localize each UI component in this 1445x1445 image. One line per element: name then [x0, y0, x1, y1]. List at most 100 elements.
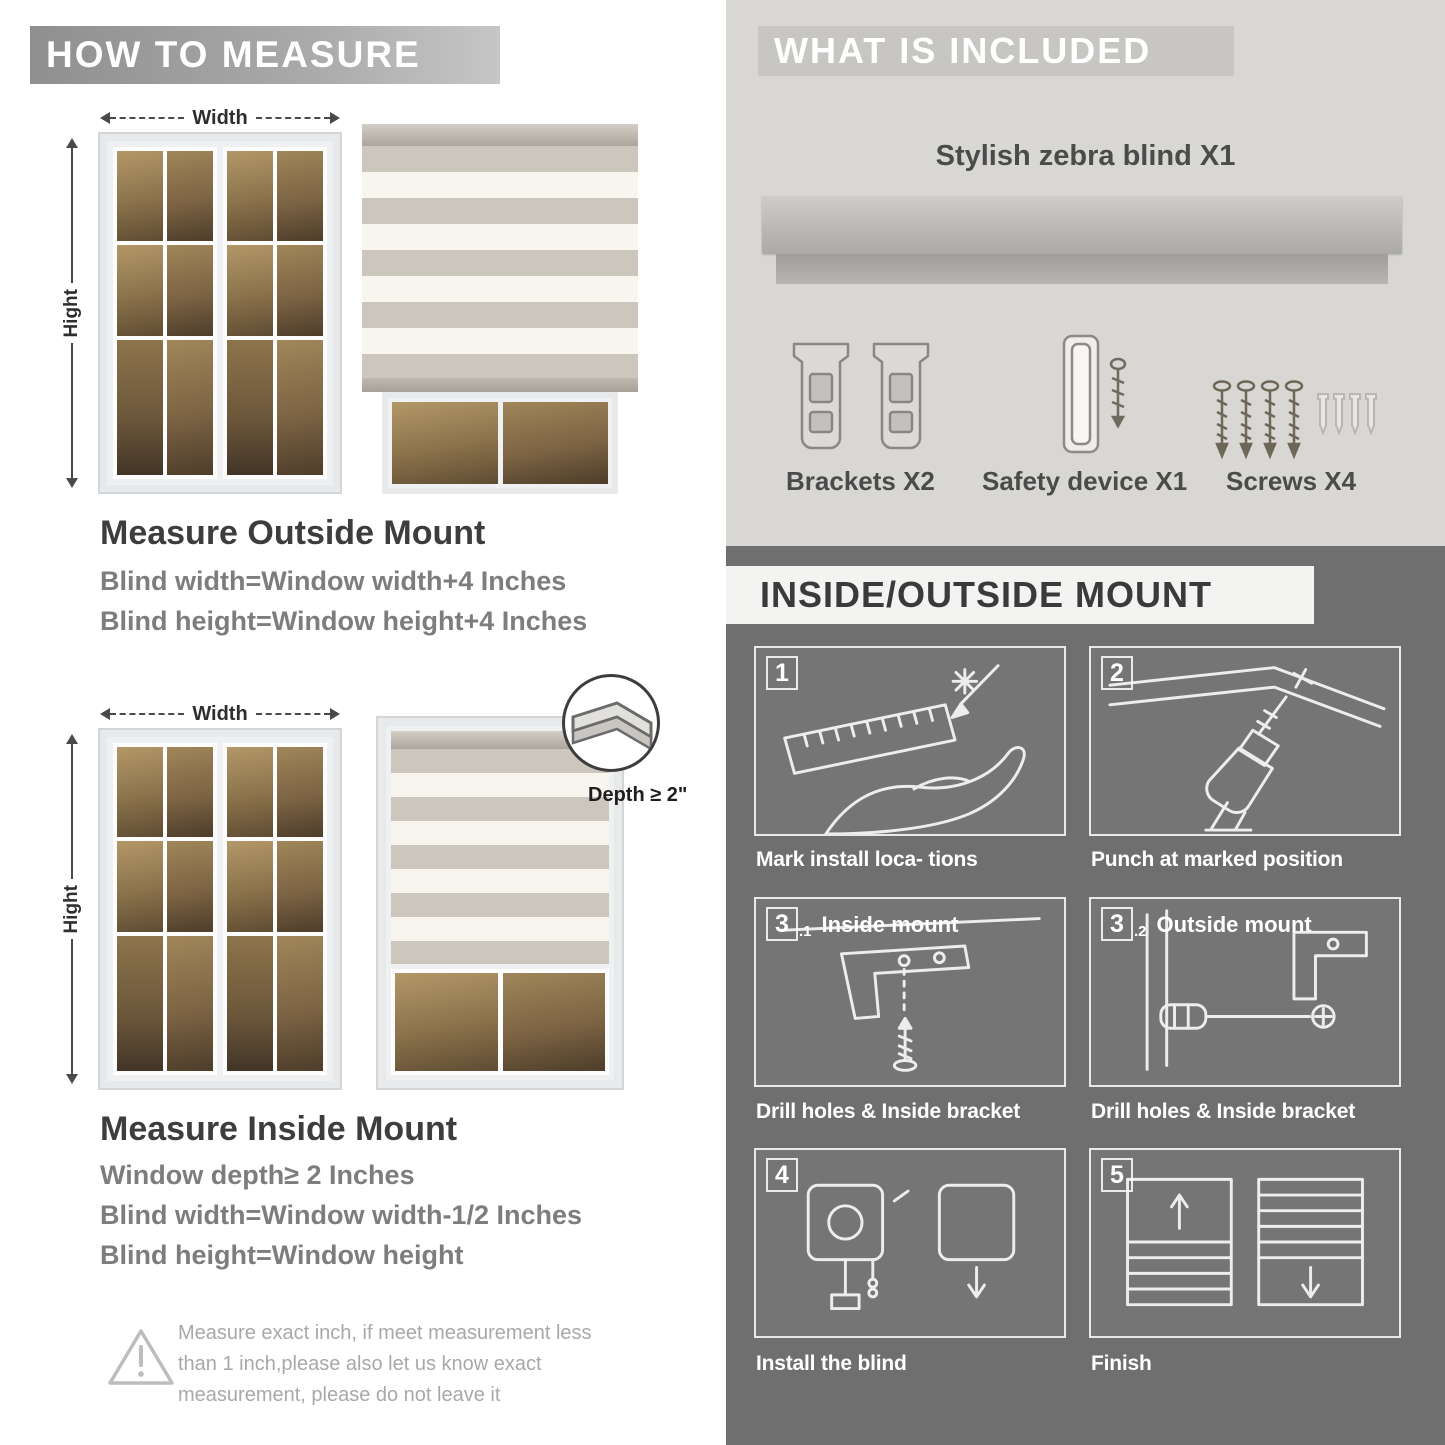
step-panel-5: 5 [1089, 1148, 1401, 1338]
step-panel-3-1: 3.1 Inside mount [754, 897, 1066, 1087]
outside-mount-title: Measure Outside Mount [100, 514, 486, 552]
step-number: 3.2 Outside mount [1101, 907, 1312, 941]
product-label: Stylish zebra blind X1 [935, 140, 1236, 172]
window-pane [227, 841, 273, 932]
arrowhead-icon [66, 734, 78, 744]
brackets-label: Brackets X2 [786, 466, 935, 496]
screws-label: Screws X4 [1226, 466, 1357, 496]
blind-stripes [391, 749, 609, 964]
finish-illustration [1126, 1177, 1364, 1307]
step-number: 4 [766, 1158, 809, 1192]
window-pane [392, 402, 498, 484]
window-pane [117, 245, 163, 336]
window-pane [277, 245, 323, 336]
install-blind-illustration [806, 1183, 1016, 1311]
arrowhead-icon [330, 112, 341, 124]
height-arrow-outside: Hight [61, 138, 82, 489]
window-pane [227, 245, 273, 336]
window-pane [277, 747, 323, 838]
height-label-inside: Hight [61, 884, 82, 934]
height-arrow-inside: Hight [61, 734, 82, 1085]
blind-bottomrail [362, 378, 638, 392]
window-pane [277, 935, 323, 1071]
window-sash [223, 743, 327, 1075]
window-pane [395, 973, 498, 1071]
included-header: WHAT IS INCLUDED [758, 26, 1234, 76]
window-pane [117, 339, 163, 475]
window-sash [113, 147, 217, 479]
safety-device-icon [1062, 334, 1127, 454]
blind-headrail [391, 731, 609, 749]
inside-mount-formula-width: Blind width=Window width-1/2 Inches [100, 1200, 583, 1230]
window-pane [277, 339, 323, 475]
warning-triangle-icon [108, 1329, 174, 1385]
window-pane [167, 747, 213, 838]
outside-bracket-illustration [1145, 909, 1368, 1071]
safety-device-label: Safety device X1 [982, 466, 1188, 496]
width-label-outside: Width [192, 106, 248, 129]
blind-headrail-lip [776, 254, 1388, 284]
arrowhead-icon [66, 478, 78, 489]
window-pane [167, 245, 213, 336]
window-pane [502, 402, 608, 484]
step-caption-4: Install the blind [756, 1352, 907, 1375]
window-pane [227, 151, 273, 242]
window-illustration-outside [98, 132, 342, 494]
blind-headrail-illustration [762, 196, 1402, 254]
window-corner-zoom-icon [571, 701, 653, 752]
step-number: 2 [1101, 656, 1144, 690]
window-below-blind [382, 392, 618, 494]
how-to-measure-header: HOW TO MEASURE [30, 26, 500, 84]
step-number: 5 [1101, 1158, 1144, 1192]
window-pane [277, 151, 323, 242]
window-pane [277, 841, 323, 932]
arrowhead-icon [100, 708, 110, 720]
window-pane [502, 973, 605, 1071]
inside-mount-title: Measure Inside Mount [100, 1110, 458, 1148]
arrowhead-icon [330, 708, 341, 720]
blind-headrail [362, 124, 638, 146]
inside-mount-formula-depth: Window depth≥ 2 Inches [100, 1160, 415, 1190]
step-panel-4: 4 [754, 1148, 1066, 1338]
step-panel-2: 2 [1089, 646, 1401, 836]
height-label-outside: Hight [61, 288, 82, 338]
arrowhead-icon [66, 138, 78, 148]
step-caption-3-1: Drill holes & Inside bracket [756, 1100, 1020, 1123]
width-arrow-outside: Width [100, 107, 341, 129]
inside-bracket-illustration [779, 917, 1041, 1072]
step-panel-3-2: 3.2 Outside mount [1089, 897, 1401, 1087]
window-pane [227, 935, 273, 1071]
step-caption-1: Mark install loca- tions [756, 848, 978, 871]
window-illustration-inside [98, 728, 342, 1090]
step-caption-3-2: Drill holes & Inside bracket [1091, 1100, 1355, 1123]
step-caption-2: Punch at marked position [1091, 848, 1343, 871]
mount-header: INSIDE/OUTSIDE MOUNT [726, 566, 1314, 624]
step-caption-5: Finish [1091, 1352, 1152, 1375]
depth-callout-circle [562, 674, 660, 772]
depth-label: Depth ≥ 2" [588, 784, 688, 806]
zebra-blind-illustration-inside [376, 716, 624, 1090]
window-pane [117, 935, 163, 1071]
inside-mount-formula-height: Blind height=Window height [100, 1240, 464, 1270]
window-below-blind [391, 969, 609, 1075]
zebra-blind-illustration-outside [362, 124, 638, 494]
width-label-inside: Width [192, 702, 248, 725]
outside-mount-formula-height: Blind height=Window height+4 Inches [100, 606, 588, 636]
window-pane [167, 339, 213, 475]
blind-stripes [362, 146, 638, 378]
mark-locations-illustration [783, 664, 1026, 834]
window-pane [117, 747, 163, 838]
step-number: 3.1 Inside mount [766, 907, 958, 941]
step-number: 1 [766, 656, 809, 690]
step-panel-1: 1 [754, 646, 1066, 836]
window-pane [167, 935, 213, 1071]
punch-position-illustration [1108, 666, 1386, 832]
window-pane [117, 841, 163, 932]
measure-warning-text: Measure exact inch, if meet measurement … [178, 1322, 592, 1406]
brackets-icon [792, 342, 930, 450]
outside-mount-formula-width: Blind width=Window width+4 Inches [100, 566, 567, 596]
window-pane [167, 841, 213, 932]
arrowhead-icon [66, 1074, 78, 1085]
window-pane [227, 339, 273, 475]
